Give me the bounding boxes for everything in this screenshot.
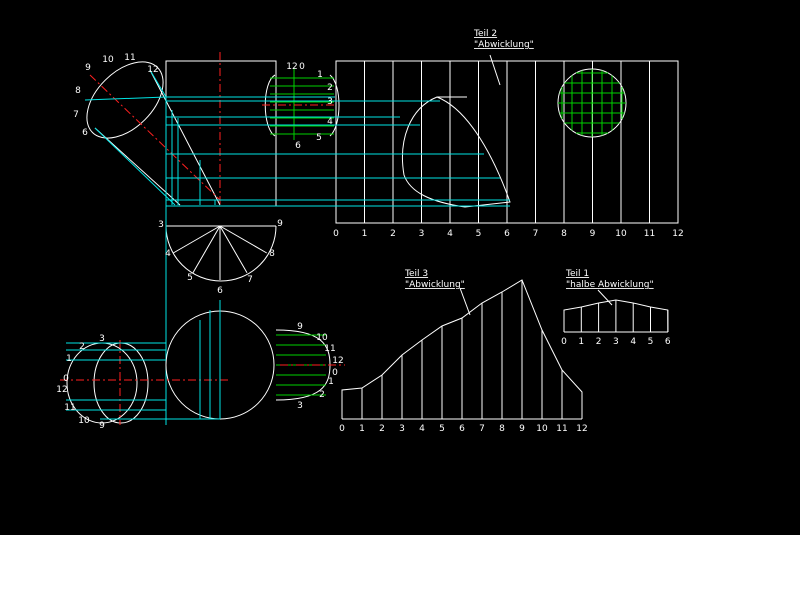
point-label: 10: [316, 333, 328, 343]
teil2-scale-label: 5: [476, 229, 482, 239]
point-label: 12: [147, 65, 158, 75]
teil3-subtitle: "Abwicklung": [405, 280, 465, 290]
projection-line: [94, 127, 176, 206]
teil3-scale-label: 12: [576, 424, 587, 434]
point-label: 4: [327, 117, 333, 127]
projection-line: [149, 69, 167, 98]
teil3-scale-label: 11: [556, 424, 567, 434]
teil1-scale-label: 3: [613, 337, 619, 347]
teil2-scale-label: 2: [390, 229, 396, 239]
point-label: 11: [324, 344, 335, 354]
point-label: 0: [332, 368, 338, 378]
point-label: 0: [299, 62, 305, 72]
teil3-scale-label: 9: [519, 424, 525, 434]
point-label: 3: [327, 97, 333, 107]
point-label: 9: [297, 322, 303, 332]
teil2-scale-label: 10: [615, 229, 627, 239]
teil2-scale-label: 7: [533, 229, 539, 239]
teil2-scale-label: 0: [333, 229, 339, 239]
point-label: 2: [319, 390, 325, 400]
teil1-scale-label: 0: [561, 337, 567, 347]
teil3-scale-label: 8: [499, 424, 505, 434]
point-label: 12: [332, 356, 343, 366]
teil3-title: Teil 3: [404, 269, 428, 279]
point-label: 6: [295, 141, 301, 151]
teil3-scale-label: 10: [536, 424, 548, 434]
teil1-development: Teil 1 "halbe Abwicklung" 0 1 2 3 4 5 6: [561, 269, 671, 347]
teil3-scale-label: 2: [379, 424, 385, 434]
teil2-title: Teil 2: [473, 29, 497, 39]
teil2-scale-label: 8: [561, 229, 567, 239]
teil2-scale-label: 6: [504, 229, 510, 239]
point-label: 12: [286, 62, 297, 72]
point-label: 8: [75, 86, 81, 96]
point-label: 0: [63, 374, 69, 384]
point-label: 1: [317, 70, 323, 80]
teil3-scale-label: 3: [399, 424, 405, 434]
point-label: 7: [73, 110, 79, 120]
division-ray: [219, 225, 248, 274]
point-label: 6: [217, 286, 223, 296]
teil1-scale-label: 2: [596, 337, 602, 347]
teil2-scale-label: 3: [419, 229, 425, 239]
point-label: 11: [124, 53, 135, 63]
point-label: 6: [82, 128, 88, 138]
point-label: 1: [66, 354, 72, 364]
point-label: 3: [158, 220, 164, 230]
teil3-scale-label: 5: [439, 424, 445, 434]
point-label: 4: [165, 249, 171, 259]
teil3-scale-label: 7: [479, 424, 485, 434]
teil1-scale-label: 6: [665, 337, 671, 347]
teil1-subtitle: "halbe Abwicklung": [566, 280, 654, 290]
teil3-scale-label: 6: [459, 424, 465, 434]
point-label: 9: [85, 63, 91, 73]
point-label: 5: [316, 133, 322, 143]
division-ray: [192, 225, 221, 274]
point-label: 7: [247, 275, 253, 285]
point-label: 8: [269, 249, 275, 259]
teil2-scale-label: 1: [362, 229, 368, 239]
teil3-scale-label: 1: [359, 424, 365, 434]
point-label: 11: [64, 403, 75, 413]
teil2-scale-label: 12: [672, 229, 683, 239]
teil2-scale-label: 9: [590, 229, 596, 239]
teil3-scale-label: 4: [419, 424, 425, 434]
point-label: 5: [187, 273, 193, 283]
point-label: 3: [297, 401, 303, 411]
teil3-scale-label: 0: [339, 424, 345, 434]
projection-line: [84, 96, 167, 101]
point-label: 10: [102, 55, 114, 65]
teil1-scale-label: 5: [648, 337, 654, 347]
point-label: 2: [79, 342, 85, 352]
point-label: 3: [99, 334, 105, 344]
point-label: 9: [277, 219, 283, 229]
teil2-scale-label: 4: [447, 229, 453, 239]
point-label: 12: [56, 385, 67, 395]
point-label: 2: [327, 83, 333, 93]
teil2-scale-label: 11: [644, 229, 655, 239]
point-label: 9: [99, 421, 105, 431]
point-label: 1: [328, 377, 334, 387]
teil2-subtitle: "Abwicklung": [474, 40, 534, 50]
point-label: 10: [78, 416, 90, 426]
teil1-scale-label: 4: [630, 337, 636, 347]
teil1-scale-label: 1: [578, 337, 584, 347]
division-ray: [172, 225, 221, 254]
division-ray: [219, 225, 268, 254]
teil1-title: Teil 1: [565, 269, 589, 279]
elbow-front-view: [84, 52, 510, 425]
tee-front-view: [60, 300, 345, 425]
